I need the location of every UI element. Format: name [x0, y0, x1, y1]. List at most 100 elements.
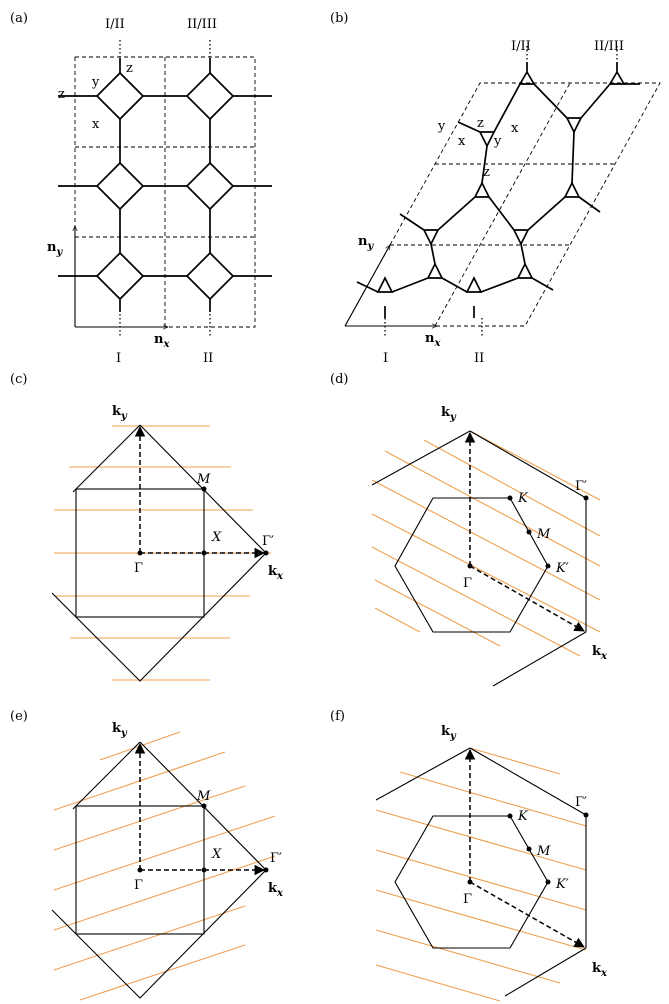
cut-label-i-ii: I/II — [105, 17, 125, 32]
point-k-prime-f — [545, 879, 551, 885]
label-gamma: Γ — [134, 561, 143, 576]
label-gamma-prime: Γ′ — [262, 534, 274, 549]
vector-n-y-a: ny — [47, 240, 63, 258]
brillouin-zone-d — [371, 430, 587, 687]
panel-label-b: (b) — [330, 11, 348, 26]
square-octagon-lattice — [58, 58, 272, 312]
vector-k-y-c: ky — [112, 404, 128, 422]
label-gamma-prime: Γ′ — [575, 795, 587, 810]
label-k-prime-point: K′ — [555, 877, 569, 892]
bond-label-x: x — [511, 121, 519, 136]
panel-d: (d) Γ K — [330, 372, 608, 687]
label-m-point: M — [536, 527, 551, 542]
cut-label-i: I — [383, 351, 388, 366]
panel-c: (c) Γ X M Γ′ ky — [10, 372, 284, 682]
cut-label-i-ii: I/II — [511, 39, 531, 54]
vector-k-x-e: kx — [268, 881, 284, 899]
panel-label-e: (e) — [10, 709, 28, 724]
bond-labels-b: y x z y x z — [437, 116, 519, 180]
bond-label-y: y — [437, 119, 446, 134]
brillouin-zone-f — [375, 747, 587, 997]
bond-label-x: x — [92, 117, 100, 132]
bond-label-z: z — [477, 116, 484, 131]
reciprocal-vectors-d — [464, 431, 589, 632]
cut-label-ii-iii: II/III — [187, 17, 217, 32]
bond-label-z: z — [58, 87, 65, 102]
point-k-d — [507, 495, 513, 501]
label-x-point: X — [211, 530, 222, 545]
reciprocal-vectors-c — [134, 425, 269, 559]
label-m-point: M — [196, 472, 211, 487]
bond-label-z: z — [483, 165, 490, 180]
point-gamma-prime-e — [263, 867, 269, 873]
vector-k-x-d: kx — [592, 644, 608, 662]
point-x-e — [201, 867, 207, 873]
point-gamma-f — [467, 879, 473, 885]
cut-lines-d — [371, 430, 601, 657]
panel-label-d: (d) — [330, 372, 348, 387]
vector-k-x-f: kx — [592, 961, 608, 979]
cut-label-ii: II — [474, 351, 484, 366]
bond-labels-a: z z y x — [58, 61, 133, 132]
reciprocal-vectors-e — [134, 742, 269, 876]
star-lattice — [356, 62, 640, 318]
bond-label-x: x — [458, 134, 466, 149]
label-m-point: M — [196, 789, 211, 804]
bond-label-y: y — [91, 75, 100, 90]
panel-b: (b) — [330, 11, 661, 366]
vector-n-y-b: ny — [358, 234, 374, 252]
reciprocal-vectors-f — [464, 748, 589, 948]
point-labels-e: Γ X M Γ′ ky kx — [112, 721, 284, 899]
point-labels-f: Γ K M K′ Γ′ ky kx — [441, 724, 608, 979]
lattice-vectors-b: ny nx — [344, 234, 441, 349]
bond-label-y: y — [493, 134, 502, 149]
label-k-point: K — [517, 491, 529, 506]
point-labels-c: Γ X M Γ′ ky kx — [112, 404, 284, 582]
label-k-point: K — [517, 809, 529, 824]
label-x-point: X — [211, 847, 222, 862]
label-k-prime-point: K′ — [555, 561, 569, 576]
cut-markers-b: I/II II/III I II — [383, 39, 624, 366]
cut-lines-e — [53, 731, 276, 1001]
point-gamma-prime-c — [263, 550, 269, 556]
label-gamma-prime: Γ′ — [575, 479, 587, 494]
cut-label-i: I — [116, 351, 121, 366]
point-m-f — [526, 846, 532, 852]
label-gamma: Γ — [463, 576, 472, 591]
panel-label-c: (c) — [10, 372, 27, 387]
label-gamma-prime: Γ′ — [270, 851, 282, 866]
point-m-e — [201, 803, 207, 809]
point-gamma-d — [467, 563, 473, 569]
lattice-vectors-a: ny nx — [47, 226, 170, 350]
point-k-prime-d — [545, 563, 551, 569]
cut-label-ii-iii: II/III — [594, 39, 624, 54]
point-x-c — [201, 550, 207, 556]
point-labels-d: Γ K M K′ Γ′ ky kx — [441, 405, 608, 662]
cut-markers-a: I/II II/III I II — [105, 17, 217, 366]
vector-k-y-e: ky — [112, 721, 128, 739]
point-gamma-prime-d — [583, 495, 589, 501]
vector-k-x-c: kx — [268, 564, 284, 582]
panel-label-f: (f) — [330, 709, 345, 724]
bond-label-z: z — [126, 61, 133, 76]
vector-n-x-b: nx — [425, 331, 441, 349]
vector-k-y-f: ky — [441, 724, 457, 742]
label-m-point: M — [536, 844, 551, 859]
point-gamma-c — [137, 550, 143, 556]
point-gamma-e — [137, 867, 143, 873]
point-k-f — [507, 813, 513, 819]
vector-k-y-d: ky — [441, 405, 457, 423]
point-gamma-prime-f — [583, 812, 589, 818]
panel-a: (a) — [10, 11, 272, 366]
label-gamma: Γ — [463, 892, 472, 907]
panel-e: (e) Γ X M Γ′ ky — [10, 709, 284, 1001]
point-m-c — [201, 486, 207, 492]
point-m-d — [526, 529, 532, 535]
label-gamma: Γ — [134, 878, 143, 893]
vector-n-x-a: nx — [154, 332, 170, 350]
unit-cell-grid-b — [344, 82, 661, 327]
cut-lines-f — [375, 747, 587, 1002]
panel-label-a: (a) — [10, 11, 28, 26]
cut-label-ii: II — [203, 351, 213, 366]
